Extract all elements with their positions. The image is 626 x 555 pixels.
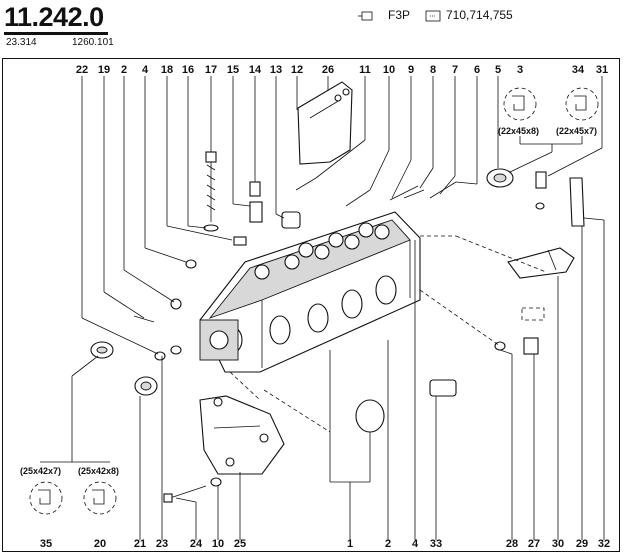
callout-11: 11	[359, 64, 371, 76]
head-bolt	[203, 151, 219, 232]
callout-12: 12	[290, 64, 304, 76]
callout-22: 22	[75, 64, 89, 76]
callout-33: 33	[429, 538, 443, 550]
callout-4-bottom: 4	[411, 538, 419, 550]
callout-2-bottom: 2	[384, 538, 392, 550]
callout-3: 3	[516, 64, 524, 76]
bracket-25	[199, 395, 285, 475]
bracket-30	[507, 247, 575, 279]
callout-26: 26	[321, 64, 335, 76]
gasket-size-bottom-b: (25x42x8)	[78, 466, 120, 476]
callout-31: 31	[595, 64, 609, 76]
bracket-26	[297, 81, 353, 165]
callout-4: 4	[141, 64, 149, 76]
callout-24: 24	[189, 538, 203, 550]
callout-10-bottom: 10	[211, 538, 225, 550]
gasket-detail-d	[83, 481, 117, 515]
engine-code-icon	[358, 11, 373, 21]
callout-7: 7	[451, 64, 459, 76]
callout-15: 15	[226, 64, 240, 76]
callout-5: 5	[494, 64, 502, 76]
callout-23: 23	[155, 538, 169, 550]
diagram-frame	[2, 58, 620, 552]
callout-34: 34	[571, 64, 585, 76]
sealant-tube-icon	[355, 399, 385, 433]
gasket-detail-a	[503, 87, 537, 121]
callout-30: 30	[551, 538, 565, 550]
gasket-size-top-b: (22x45x7)	[556, 126, 598, 136]
callout-13: 13	[269, 64, 283, 76]
leader-lines	[81, 76, 605, 540]
callout-35: 35	[39, 538, 53, 550]
callout-6: 6	[473, 64, 481, 76]
gasket-detail-c	[29, 481, 63, 515]
callout-19: 19	[97, 64, 111, 76]
gasket-detail-b	[565, 87, 599, 121]
callout-14: 14	[248, 64, 262, 76]
callout-28: 28	[505, 538, 519, 550]
callout-17: 17	[204, 64, 218, 76]
callout-29: 29	[575, 538, 589, 550]
callout-20: 20	[93, 538, 107, 550]
callout-2: 2	[120, 64, 128, 76]
callout-10: 10	[382, 64, 396, 76]
page-title: 11.242.0	[4, 2, 104, 32]
engine-variants: 710,714,755	[446, 8, 513, 22]
callout-21: 21	[133, 538, 147, 550]
reference-code-right: 1260.101	[72, 37, 114, 48]
callout-1: 1	[346, 538, 354, 550]
gasket-size-top-a: (22x45x8)	[498, 126, 540, 136]
callout-9: 9	[407, 64, 415, 76]
callout-16: 16	[181, 64, 195, 76]
title-underline	[4, 32, 108, 35]
reference-code-left: 23.314	[6, 37, 37, 48]
engine-code: F3P	[388, 8, 411, 22]
callout-25: 25	[233, 538, 247, 550]
engine-list-icon	[425, 10, 441, 22]
callout-27: 27	[527, 538, 541, 550]
gasket-size-bottom-a: (25x42x7)	[20, 466, 62, 476]
callout-8: 8	[429, 64, 437, 76]
callout-18: 18	[160, 64, 174, 76]
callout-32: 32	[597, 538, 611, 550]
cylinder-head-block	[199, 211, 421, 373]
